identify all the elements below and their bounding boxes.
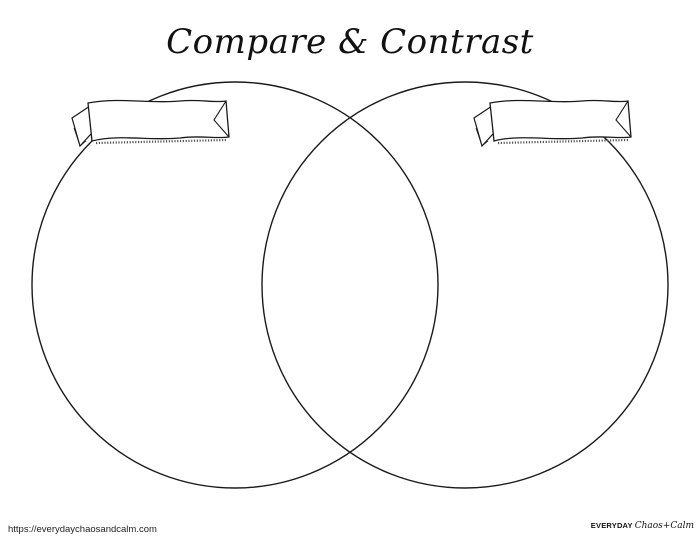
brand-logo: EVERYDAY Chaos+Calm: [591, 521, 694, 531]
footer-url[interactable]: https://everydaychaosandcalm.com: [8, 524, 157, 535]
left-banner-hatch: [73, 127, 87, 147]
right-circle[interactable]: [261, 81, 669, 489]
right-banner-notch: [615, 100, 632, 138]
right-banner-shade: [497, 138, 629, 145]
logo-word-everyday: EVERYDAY: [590, 521, 633, 530]
left-circle[interactable]: [31, 81, 439, 489]
right-banner-hatch: [475, 127, 489, 147]
page-title: Compare & Contrast: [166, 22, 534, 62]
right-banner[interactable]: [473, 99, 632, 148]
right-banner-body: [489, 99, 632, 142]
left-banner-body: [87, 99, 230, 142]
left-banner[interactable]: [71, 99, 230, 148]
logo-word-chaos-calm: Chaos+Calm: [634, 521, 694, 531]
left-banner-notch: [213, 100, 230, 138]
left-banner-shade: [95, 138, 227, 145]
